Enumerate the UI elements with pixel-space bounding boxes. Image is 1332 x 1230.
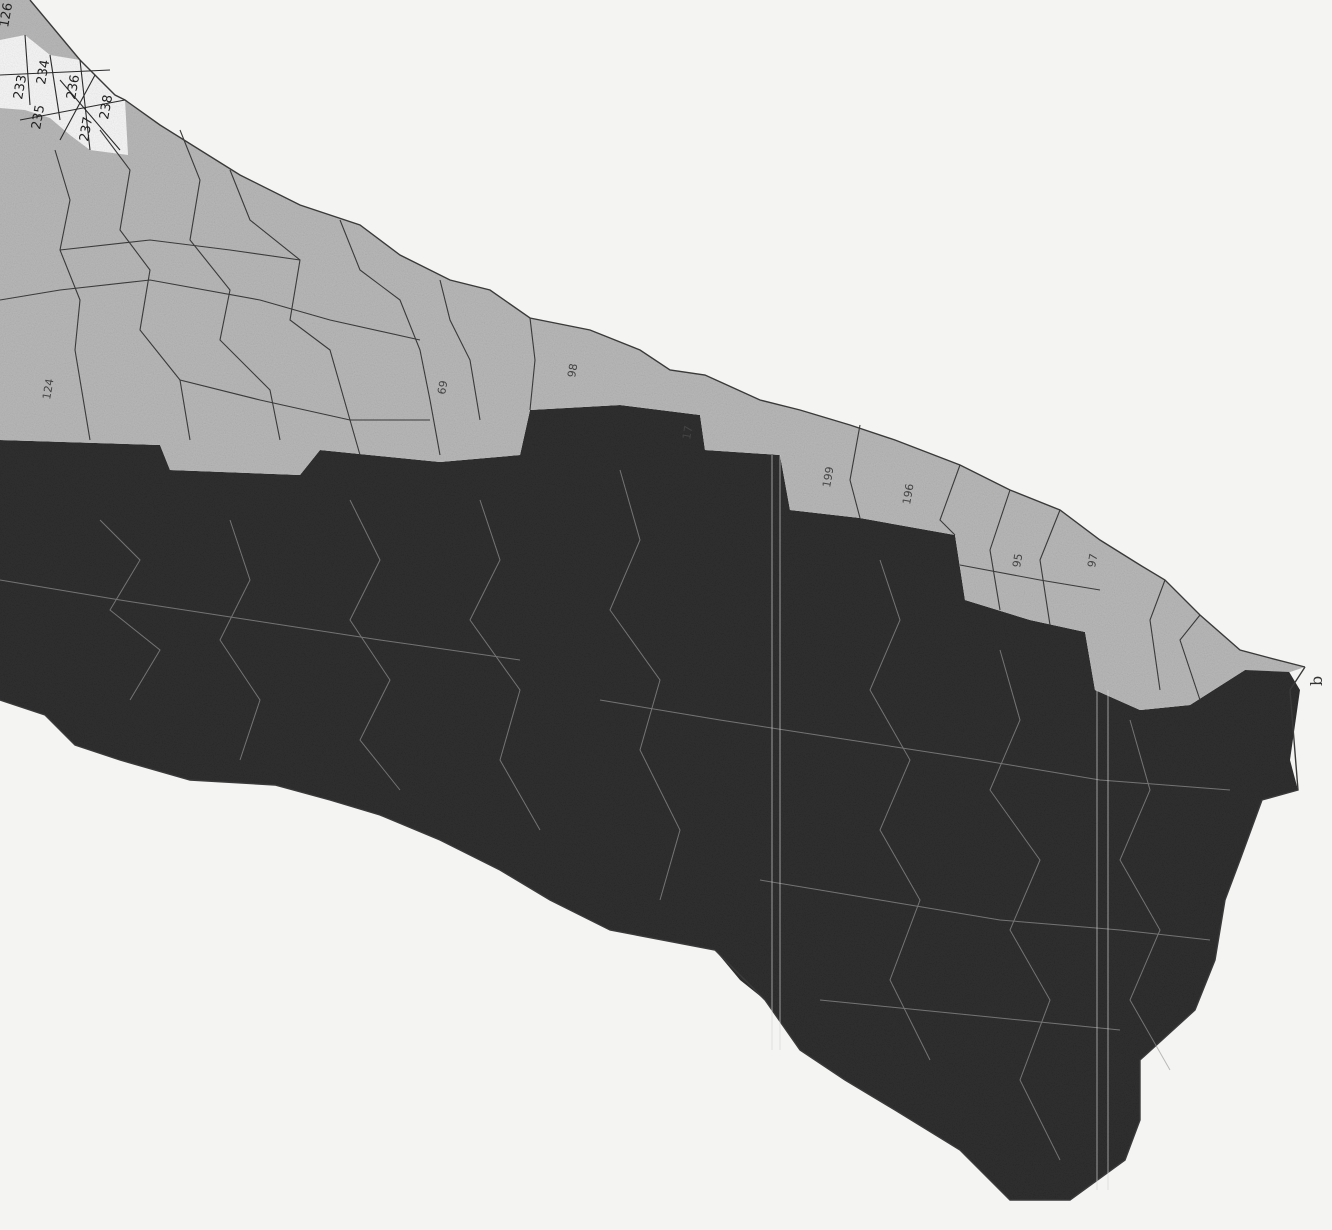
zone-label: 98 (565, 362, 580, 378)
zone-label: 236 (64, 74, 83, 101)
zone-label: 196 (900, 483, 916, 506)
zone-label: 124 (40, 378, 56, 401)
zone-label: 17 (680, 424, 695, 440)
zone-label: 238 (97, 94, 116, 121)
zone-label: 233 (11, 74, 30, 101)
white-unshaded-region (0, 35, 128, 155)
zone-label: 95 (1010, 552, 1025, 568)
zone-label: 126 (0, 2, 16, 29)
zone-label: 69 (435, 379, 450, 395)
zone-label: 97 (1085, 552, 1100, 568)
white-region-grid (0, 34, 126, 151)
dark-shaded-region (0, 405, 1300, 1200)
dark-region-boundaries (0, 469, 1231, 1161)
corner-label: b (1307, 676, 1326, 686)
scan-streaks (771, 455, 1109, 1190)
zone-label: 235 (29, 104, 48, 131)
coastline (0, 0, 1306, 1201)
zone-label: 199 (820, 466, 836, 489)
zone-label: 234 (34, 59, 53, 86)
light-region-boundaries (0, 129, 1201, 701)
zone-label: 237 (77, 116, 96, 143)
light-shaded-region (0, 0, 1305, 710)
